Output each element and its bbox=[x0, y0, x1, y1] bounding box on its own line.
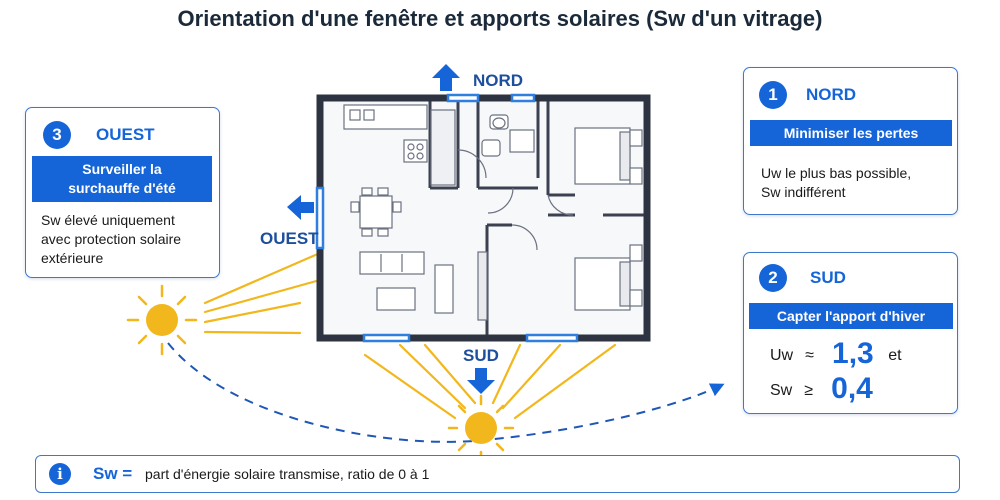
kitchen-furniture bbox=[343, 104, 456, 186]
south-heading: SUD bbox=[810, 268, 846, 287]
sw-label: Sw bbox=[770, 382, 793, 399]
bedroom-1-bed bbox=[574, 127, 643, 185]
windows bbox=[315, 93, 579, 343]
west-banner-line: surchauffe d'été bbox=[68, 180, 176, 196]
door-swings bbox=[457, 149, 574, 251]
south-sun-icon bbox=[447, 394, 515, 462]
bathroom-fixtures bbox=[481, 114, 535, 157]
north-description: Uw le plus bas possible, Sw indifférent bbox=[761, 164, 951, 202]
sw-definition-label: Sw = bbox=[93, 464, 133, 483]
sun-path-arc bbox=[167, 342, 725, 443]
west-number-badge: 3 bbox=[43, 121, 71, 149]
north-description-line: Uw le plus bas possible, bbox=[761, 165, 912, 181]
north-description-line: Sw indifférent bbox=[761, 184, 846, 200]
west-banner-line: Surveiller la bbox=[82, 161, 162, 177]
west-sun-rays bbox=[203, 251, 322, 335]
south-label: SUD bbox=[463, 346, 499, 365]
west-heading: OUEST bbox=[96, 125, 155, 144]
bedroom-2-bed bbox=[574, 244, 643, 311]
west-banner: Surveiller la surchauffe d'été bbox=[32, 156, 212, 202]
sw-metric: Sw ≥ 0,4 bbox=[770, 372, 883, 406]
connector-text: et bbox=[888, 347, 902, 364]
uw-metric: Uw ≈ 1,3 et bbox=[770, 337, 902, 371]
west-arrow-icon bbox=[287, 195, 314, 220]
north-number-badge: 1 bbox=[759, 81, 787, 109]
page-title: Orientation d'une fenêtre et apports sol… bbox=[177, 6, 823, 31]
dining-table bbox=[350, 187, 402, 237]
north-banner: Minimiser les pertes bbox=[750, 120, 952, 146]
north-heading: NORD bbox=[806, 85, 857, 104]
north-arrow-icon bbox=[432, 64, 460, 91]
south-card: 2 SUD Capter l'apport d'hiver Uw ≈ 1,3 e… bbox=[743, 252, 958, 414]
sw-value: 0,4 bbox=[831, 372, 873, 405]
north-label: NORD bbox=[473, 71, 524, 90]
south-sun-rays bbox=[363, 343, 617, 420]
uw-value: 1,3 bbox=[832, 337, 874, 370]
west-label: OUEST bbox=[260, 229, 319, 248]
west-sun-icon bbox=[126, 284, 198, 356]
info-bar: i Sw = part d'énergie solaire transmise,… bbox=[35, 455, 960, 493]
south-number-badge: 2 bbox=[759, 264, 787, 292]
south-arrow-icon bbox=[467, 368, 495, 394]
west-description-line: Sw élevé uniquement bbox=[41, 212, 175, 228]
info-icon: i bbox=[49, 463, 71, 485]
uw-label: Uw bbox=[770, 347, 794, 364]
south-banner: Capter l'apport d'hiver bbox=[749, 303, 953, 329]
living-furniture bbox=[359, 251, 488, 321]
approx-sign: ≈ bbox=[805, 347, 814, 364]
west-card: 3 OUEST Surveiller la surchauffe d'été S… bbox=[25, 107, 220, 278]
north-card: 1 NORD Minimiser les pertes Uw le plus b… bbox=[743, 67, 958, 215]
gte-sign: ≥ bbox=[804, 382, 814, 399]
sw-definition-text: part d'énergie solaire transmise, ratio … bbox=[145, 466, 430, 482]
west-description-line: avec protection solaire bbox=[41, 231, 182, 247]
west-description: Sw élevé uniquement avec protection sola… bbox=[41, 211, 216, 268]
west-description-line: extérieure bbox=[41, 250, 104, 266]
